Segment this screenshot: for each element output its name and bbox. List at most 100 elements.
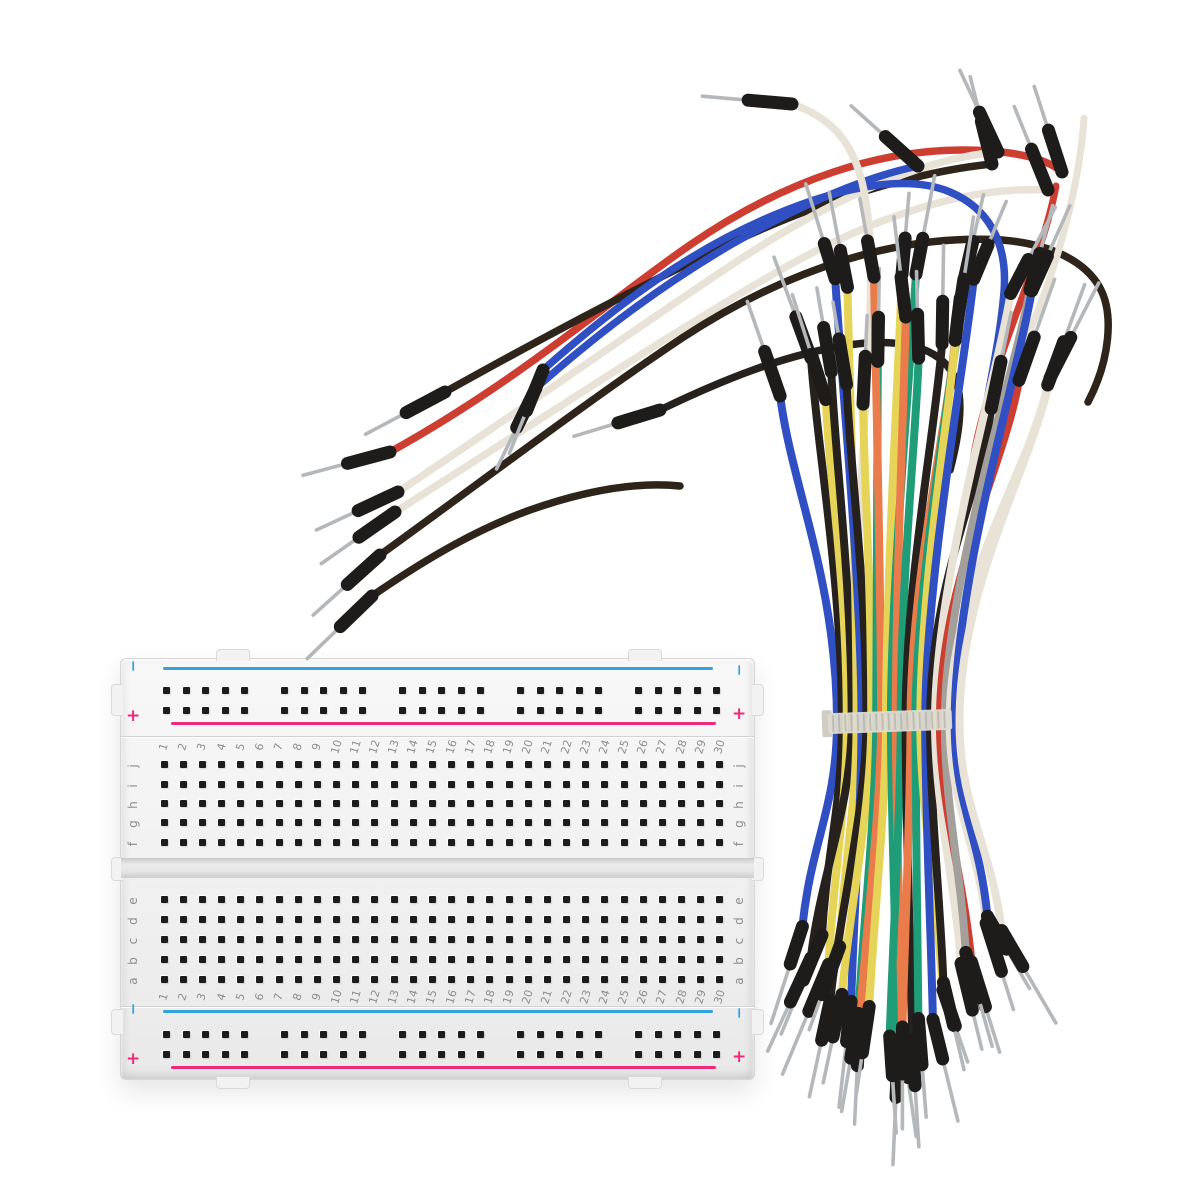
power-rail-line [171, 1066, 716, 1069]
cable-tie-rib [924, 711, 928, 729]
breadboard-hole [352, 819, 360, 826]
breadboard-hole [160, 781, 168, 788]
breadboard-hole [543, 916, 551, 923]
breadboard-hole [275, 819, 283, 826]
breadboard-hole [582, 916, 590, 923]
breadboard-hole [697, 976, 705, 983]
connector-cap [399, 385, 452, 420]
power-rail-hole [477, 687, 484, 694]
breadboard-hole [352, 936, 360, 943]
cable-tie-rib [887, 713, 890, 731]
board-tab [628, 649, 662, 661]
power-rail-hole [241, 707, 248, 714]
breadboard-hole [486, 819, 494, 826]
breadboard-hole [218, 956, 225, 963]
power-rail-hole [457, 1031, 465, 1038]
cable-tie-rib [850, 714, 853, 732]
connector-pin [745, 299, 767, 354]
breadboard-hole [448, 839, 456, 846]
breadboard-hole [639, 936, 647, 943]
board-tab [752, 1009, 764, 1035]
breadboard-hole [601, 761, 609, 768]
breadboard-hole [658, 936, 666, 943]
breadboard-hole [543, 781, 551, 788]
power-rail-hole [359, 707, 366, 714]
breadboard-hole [371, 781, 379, 788]
bundle-strand-yellow [821, 395, 851, 969]
breadboard-hole [390, 916, 398, 923]
breadboard-hole [237, 839, 245, 846]
breadboard-hole [582, 896, 590, 903]
power-rail-hole [595, 707, 602, 714]
breadboard-hole [658, 896, 666, 903]
breadboard-hole [179, 781, 187, 788]
breadboard-hole [198, 976, 206, 983]
breadboard-hole [198, 956, 206, 963]
connector-pin [951, 1023, 966, 1072]
breadboard-hole [160, 956, 168, 963]
breadboard-hole [294, 896, 302, 903]
power-rail-hole [163, 1031, 170, 1038]
power-rail-hole [418, 707, 426, 714]
cable-tie-rib [912, 712, 915, 730]
breadboard-hole [275, 976, 283, 983]
breadboard-hole [524, 936, 532, 943]
breadboard-hole [639, 800, 647, 807]
power-rail-hole [339, 1051, 347, 1058]
breadboard-hole [275, 761, 283, 768]
breadboard-hole [658, 761, 666, 768]
power-rail-hole [320, 707, 327, 714]
breadboard-hole [601, 936, 609, 943]
power-rail-hole [575, 1031, 583, 1038]
connector-pin [999, 969, 1016, 1012]
breadboard-hole [524, 781, 532, 788]
breadboard-hole [409, 781, 417, 788]
breadboard-hole [371, 896, 379, 903]
breadboard-hole [352, 781, 360, 788]
power-rail-line [163, 1010, 713, 1013]
breadboard-hole [467, 819, 475, 826]
breadboard-hole [256, 819, 264, 826]
breadboard-hole [409, 936, 417, 943]
bundle-strand-gray [940, 286, 1034, 957]
breadboard-hole [218, 781, 225, 788]
breadboard-hole [409, 896, 417, 903]
breadboard-hole [428, 936, 436, 943]
breadboard-hole [294, 976, 302, 983]
power-rail-hole [575, 707, 583, 714]
power-rail-hole [163, 687, 170, 694]
breadboard-hole [486, 761, 494, 768]
connector-pin [314, 508, 360, 532]
breadboard-hole [467, 896, 475, 903]
breadboard-hole [486, 839, 494, 846]
board-tab [752, 857, 764, 881]
power-rail-hole [556, 687, 563, 694]
breadboard-hole [563, 896, 571, 903]
breadboard-hole [237, 976, 245, 983]
power-rail-hole [281, 1031, 288, 1038]
power-rail-hole [163, 707, 170, 714]
breadboard-hole [620, 976, 628, 983]
connector-pin [890, 1073, 899, 1135]
breadboard-hole [563, 800, 571, 807]
breadboard-hole [601, 896, 609, 903]
connector-pin [780, 1009, 811, 1077]
breadboard-hole [218, 839, 225, 846]
breadboard-hole [333, 936, 341, 943]
breadboard-hole [409, 956, 417, 963]
power-rail-hole [536, 1031, 544, 1038]
connector-pin [892, 215, 903, 279]
connector-cap [340, 548, 387, 591]
breadboard-hole [333, 896, 341, 903]
power-rail-hole [635, 1051, 642, 1058]
connector-cap [954, 956, 979, 1017]
breadboard-hole [409, 761, 417, 768]
breadboard-hole [428, 819, 436, 826]
breadboard-hole [448, 896, 456, 903]
bundle-strand-yellow [916, 315, 962, 994]
arc-wire-blue [539, 179, 1009, 424]
breadboard-hole [198, 896, 206, 903]
breadboard-hole [448, 761, 456, 768]
